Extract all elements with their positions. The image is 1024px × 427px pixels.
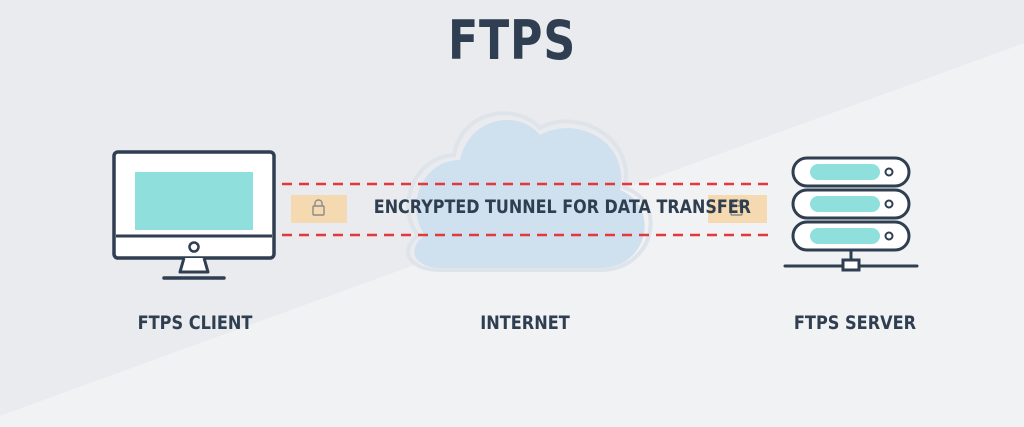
internet-label: INTERNET	[480, 312, 570, 334]
cloud-icon	[406, 111, 653, 272]
client-label: FTPS CLIENT	[137, 312, 253, 334]
padlock-icon	[708, 195, 767, 223]
diagram-title: FTPS	[447, 9, 577, 72]
server-rack-icon	[783, 156, 919, 272]
tunnel-label: ENCRYPTED TUNNEL FOR DATA TRANSFER	[373, 196, 751, 218]
padlock-icon	[291, 195, 347, 223]
monitor-icon	[112, 150, 276, 280]
server-label: FTPS SERVER	[793, 312, 917, 334]
